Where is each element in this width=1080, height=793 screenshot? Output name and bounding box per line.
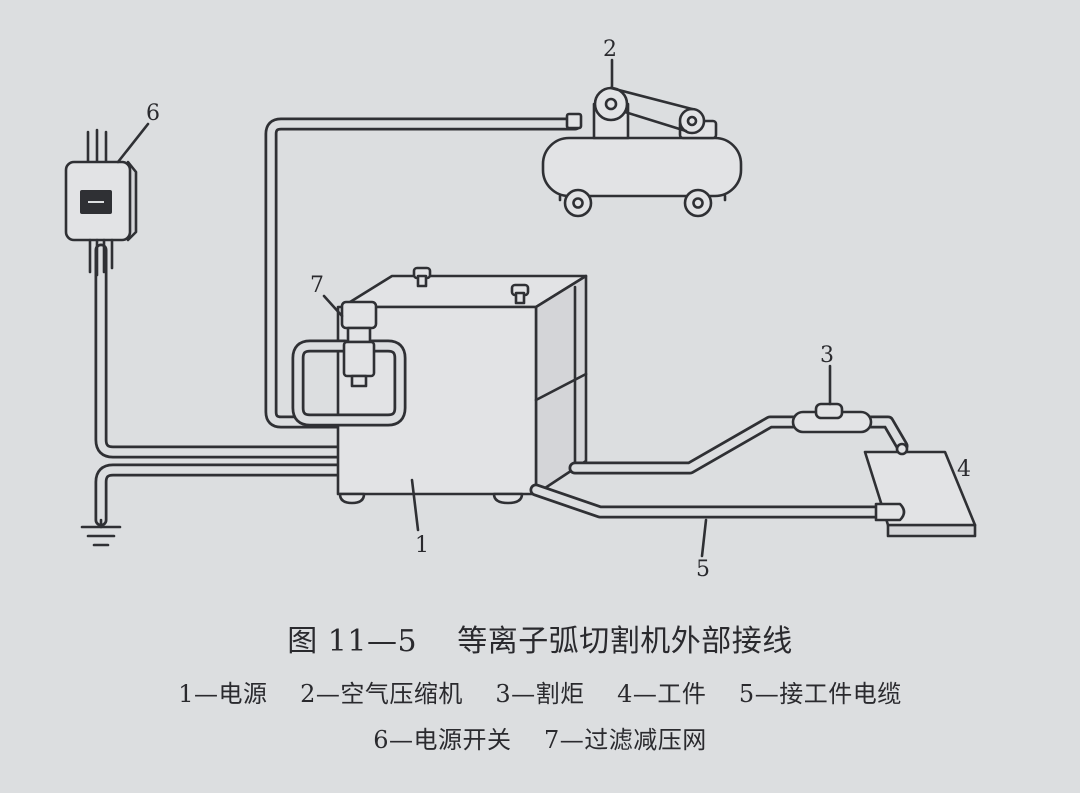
work-cable [529, 483, 906, 522]
callout-leaders [116, 58, 832, 558]
workpiece [863, 442, 977, 538]
callout-2: 2 [603, 37, 617, 62]
figure-legend-line-2: 6—电源开关 7—过滤减压网 [373, 726, 707, 754]
callout-1: 1 [415, 533, 429, 558]
callout-6: 6 [146, 101, 160, 126]
foot-icon [338, 492, 366, 505]
mains-cable [94, 243, 345, 459]
wheel-icon [683, 188, 713, 218]
ground-cable [94, 463, 345, 527]
foot-icon [492, 492, 524, 505]
filter-regulator [291, 300, 407, 427]
outlet-valve-icon [565, 112, 583, 130]
power-switch-box [64, 128, 138, 277]
callout-7: 7 [310, 273, 324, 298]
torch-trigger-icon [814, 402, 844, 420]
motor-pulley-icon [593, 86, 629, 122]
cutting-torch [791, 402, 873, 434]
torch-cable [568, 415, 909, 475]
callout-5: 5 [696, 557, 710, 582]
figure-legend-line-1: 1—电源 2—空气压缩机 3—割炬 4—工件 5—接工件电缆 [178, 680, 902, 708]
figure-caption: 图 11—5 等离子弧切割机外部接线 [287, 624, 793, 659]
ground-symbol [80, 518, 122, 547]
callout-3: 3 [820, 343, 834, 368]
work-clamp-icon [874, 502, 906, 522]
air-hose [264, 117, 582, 429]
wheel-icon [563, 188, 593, 218]
callout-4: 4 [957, 457, 971, 482]
air-compressor [541, 86, 743, 218]
